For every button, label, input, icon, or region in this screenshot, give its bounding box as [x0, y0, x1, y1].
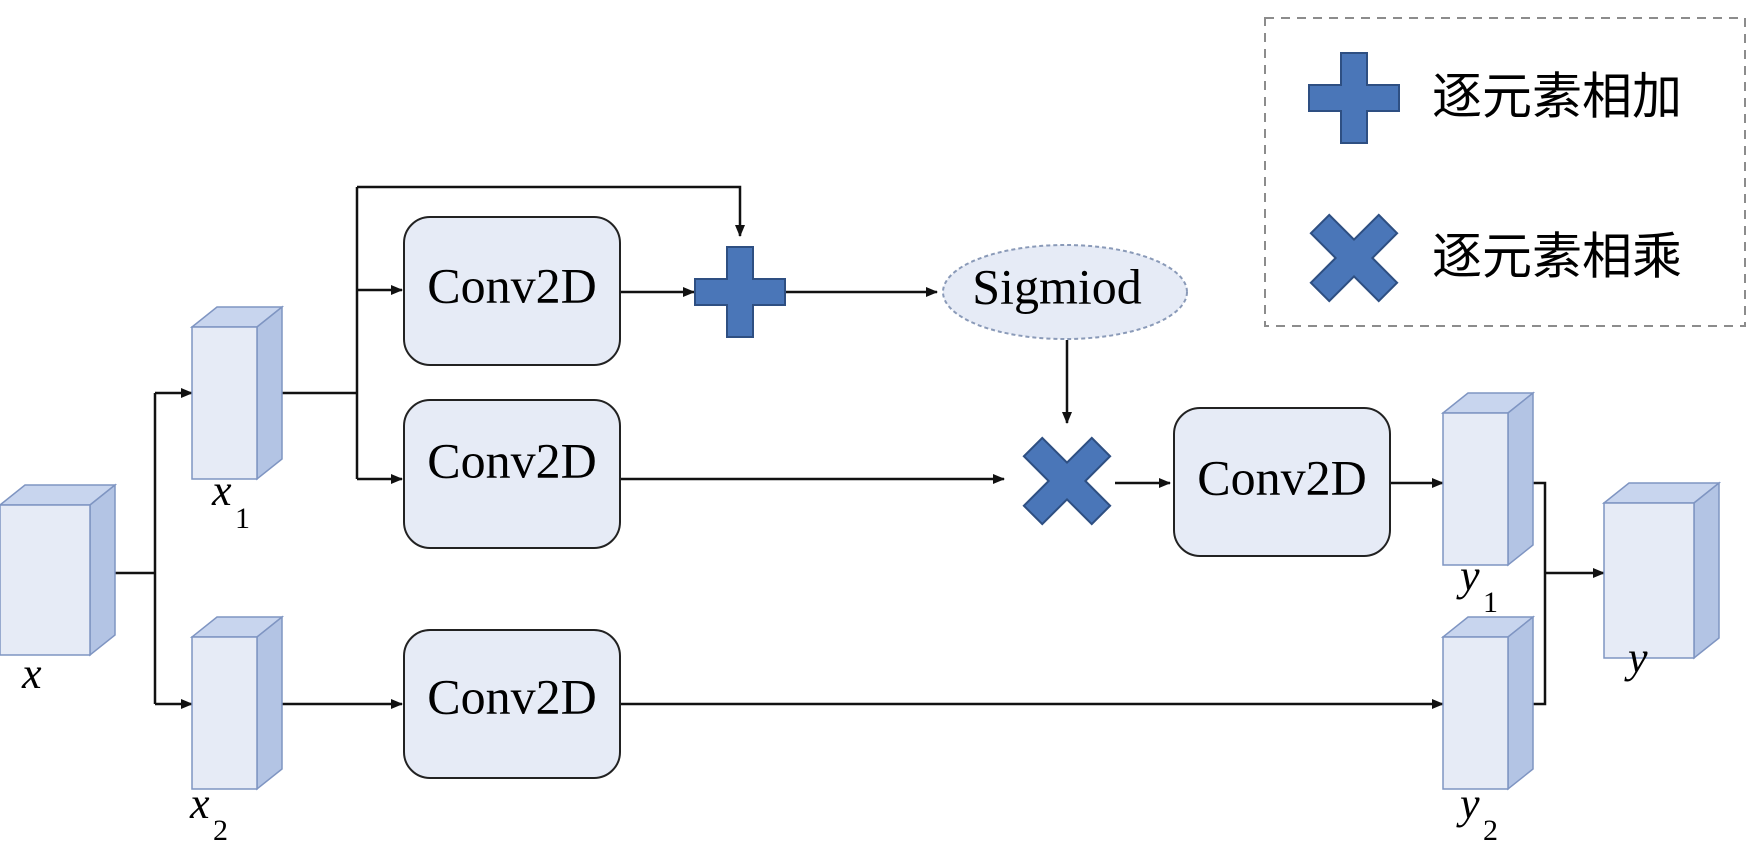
edge-x1-skip-to-add — [357, 185, 745, 237]
label-y2-sub: 2 — [1483, 814, 1498, 847]
connectors — [90, 185, 1605, 709]
sigmoid-label: Sigmiod — [972, 258, 1141, 314]
legend: 逐元素相加 逐元素相乘 — [1264, 17, 1746, 327]
label-x1-sub: 1 — [235, 502, 250, 535]
conv2d-bottom: Conv2D — [403, 629, 621, 779]
sigmoid-node: Sigmiod — [942, 244, 1188, 340]
tensor-y2 — [1440, 615, 1536, 791]
plus-icon — [694, 246, 786, 338]
tensor-x2 — [189, 615, 285, 791]
tensor-x1 — [189, 305, 285, 481]
cross-icon — [1022, 436, 1112, 526]
label-x2: x 2 — [189, 779, 228, 847]
label-x2-sub: 2 — [213, 814, 228, 847]
tensor-x — [0, 483, 118, 657]
label-x1-main: x — [211, 466, 232, 515]
tensor-y — [1601, 481, 1722, 660]
legend-frame — [1264, 17, 1746, 327]
label-x: x — [21, 649, 42, 698]
label-y2: y 2 — [1456, 779, 1498, 847]
multiply-operator — [1022, 436, 1112, 526]
label-y2-main: y — [1456, 779, 1480, 828]
conv2d-right-label: Conv2D — [1197, 449, 1366, 505]
label-x2-main: x — [189, 779, 210, 828]
label-x1: x 1 — [211, 466, 250, 535]
tensor-y1 — [1440, 391, 1536, 567]
label-y1: y 1 — [1456, 551, 1498, 619]
add-operator — [694, 246, 786, 338]
conv2d-middle-label: Conv2D — [427, 432, 596, 488]
label-y1-sub: 1 — [1483, 586, 1498, 619]
conv2d-right: Conv2D — [1173, 407, 1391, 557]
legend-add-row: 逐元素相加 — [1308, 52, 1682, 144]
label-y: y — [1624, 633, 1648, 682]
legend-add-label: 逐元素相加 — [1432, 68, 1682, 126]
legend-multiply-label: 逐元素相乘 — [1432, 228, 1682, 286]
legend-cross-icon — [1309, 213, 1399, 303]
legend-plus-icon — [1308, 52, 1400, 144]
conv2d-top: Conv2D — [403, 216, 621, 366]
legend-multiply-row: 逐元素相乘 — [1309, 213, 1682, 303]
conv2d-bottom-label: Conv2D — [427, 668, 596, 724]
label-y1-main: y — [1456, 551, 1480, 600]
conv2d-middle: Conv2D — [403, 399, 621, 549]
conv2d-top-label: Conv2D — [427, 257, 596, 313]
